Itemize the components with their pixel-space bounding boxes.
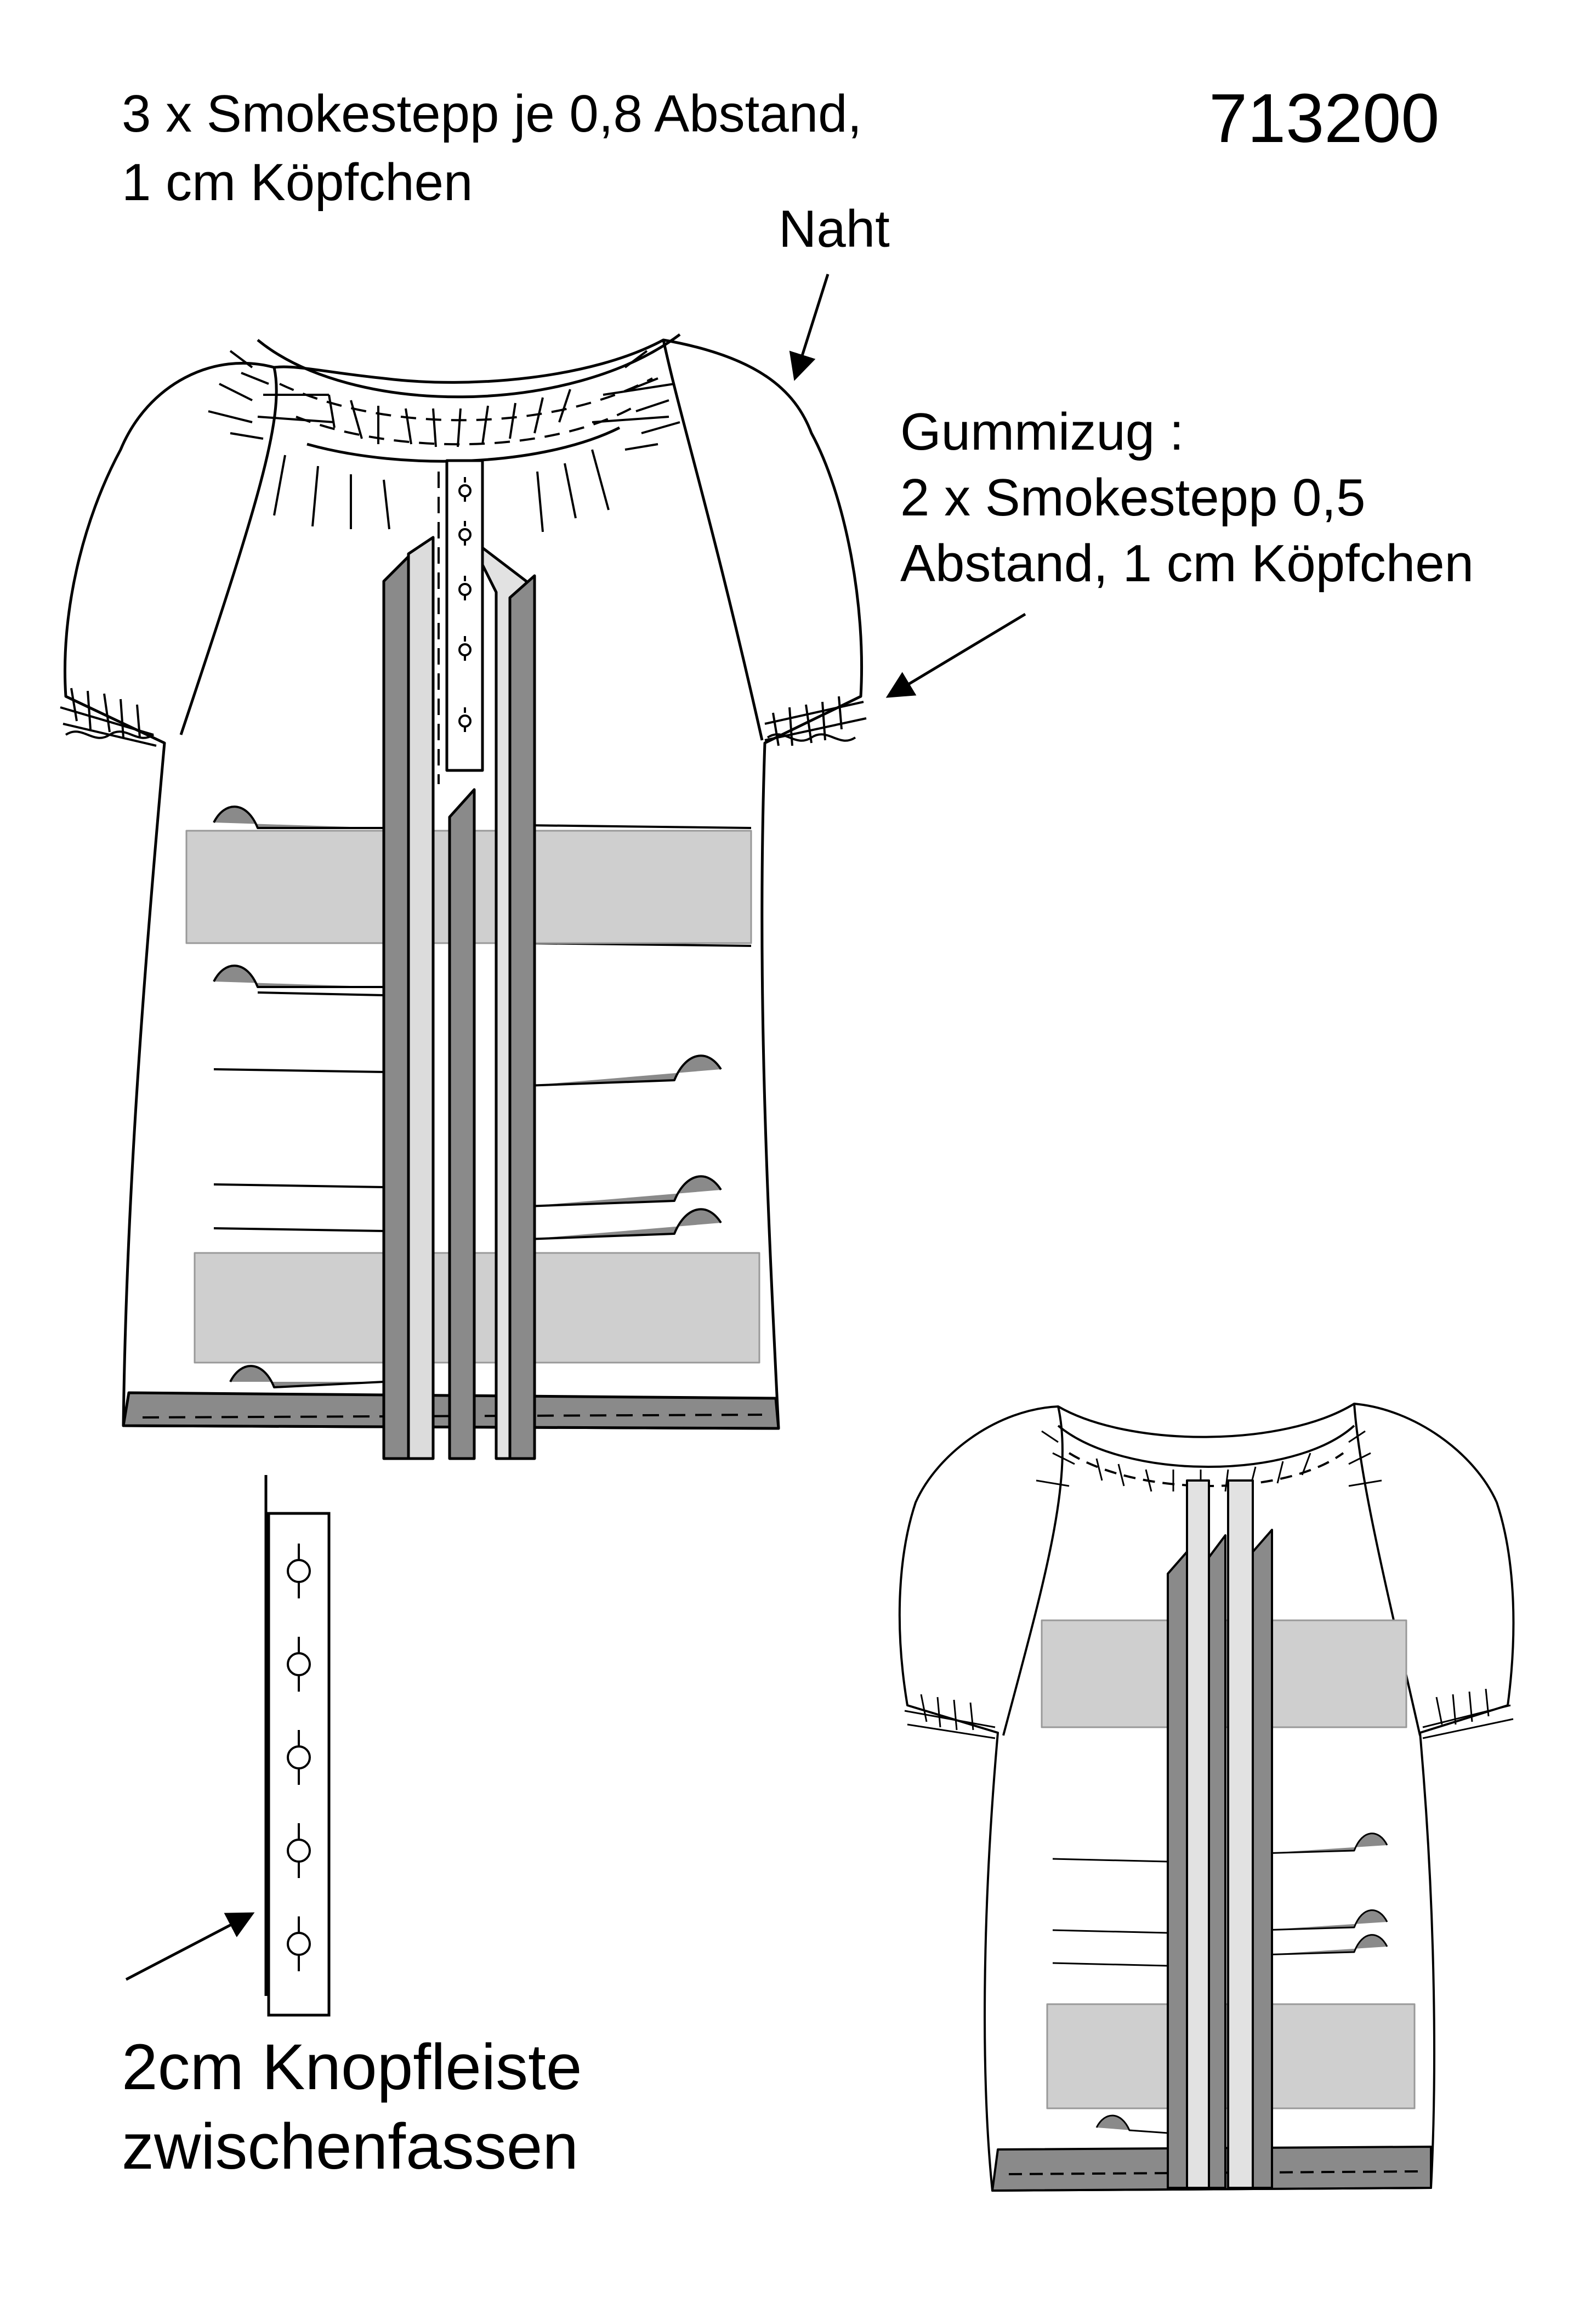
front-lower-panel bbox=[194, 1252, 760, 1364]
front-pintucks bbox=[213, 806, 752, 1388]
front-pleat-right-dark bbox=[508, 574, 536, 1460]
seam-label: Naht bbox=[779, 200, 890, 258]
neckline-gathers bbox=[208, 350, 680, 532]
placket-note-line2: zwischenfassen bbox=[122, 2111, 578, 2183]
back-view bbox=[898, 1403, 1515, 2192]
annotation-arrows bbox=[125, 274, 1026, 1981]
back-center-pleats bbox=[1167, 1479, 1273, 2189]
front-pleat-left-dark bbox=[382, 555, 410, 1460]
front-neck-placket bbox=[445, 459, 484, 772]
right-cuff-gathers bbox=[764, 696, 867, 746]
smock-note-line1: 3 x Smokestepp je 0,8 Abstand, bbox=[122, 84, 862, 143]
smock-note-line2: 1 cm Köpfchen bbox=[122, 153, 473, 212]
back-cuff-gathers bbox=[904, 1688, 1514, 1739]
left-raglan-seam bbox=[179, 367, 278, 735]
front-pleat-mid-dark bbox=[448, 788, 476, 1460]
back-neckline-gathers bbox=[1036, 1430, 1382, 1492]
neckline-outer bbox=[257, 333, 681, 399]
elastic-arrow bbox=[885, 612, 1026, 698]
front-placket-buttons bbox=[458, 477, 472, 732]
front-pleat-light-strip bbox=[407, 536, 435, 1460]
elastic-note-line3: Abstand, 1 cm Köpfchen bbox=[900, 534, 1474, 593]
elastic-note-line1: Gummizug : bbox=[900, 402, 1184, 461]
placket-note-line1: 2cm Knopfleiste bbox=[122, 2031, 582, 2103]
right-raglan-seam bbox=[662, 339, 764, 741]
back-neckline bbox=[1057, 1425, 1355, 1468]
article-number: 713200 bbox=[1209, 80, 1440, 157]
front-center-pleats bbox=[382, 536, 536, 1460]
placket-detail-buttons bbox=[287, 1544, 311, 1971]
placket-detail bbox=[264, 1475, 331, 2017]
front-view bbox=[60, 333, 867, 1460]
left-cuff-gathers bbox=[60, 688, 157, 747]
elastic-note-line2: 2 x Smokestepp 0,5 bbox=[900, 468, 1366, 527]
placket-arrow bbox=[125, 1912, 255, 1981]
seam-arrow bbox=[789, 274, 830, 381]
